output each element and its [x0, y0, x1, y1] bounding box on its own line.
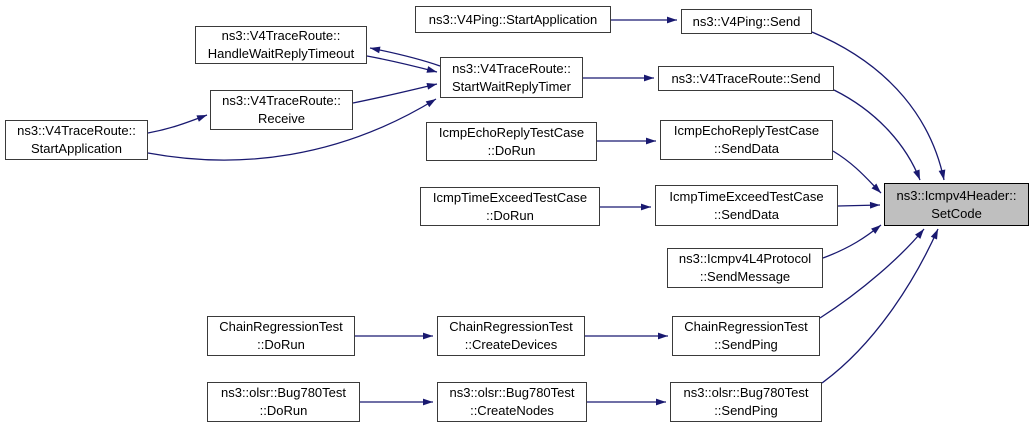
node-label: ns3::V4Ping::Send: [692, 13, 801, 29]
node-label: ns3::V4TraceRoute::: [452, 60, 571, 76]
node-label: HandleWaitReplyTimeout: [207, 46, 355, 61]
node-label: ns3::Icmpv4L4Protocol: [678, 251, 812, 266]
node-label: ns3::V4TraceRoute::Send: [671, 70, 821, 86]
node-icmpv4header-setcode[interactable]: ns3::Icmpv4Header:: SetCode: [884, 183, 1029, 226]
edge-receive-to-startwaitreplytimer: [352, 83, 438, 104]
node-label: ::CreateNodes: [470, 403, 554, 418]
node-label: ns3::V4TraceRoute::: [221, 28, 341, 43]
edge-v4ping-send-to-setcode: [811, 31, 946, 181]
edge-sendmessage-to-setcode: [822, 224, 882, 259]
node-chainregressiontest-sendping[interactable]: ChainRegressionTest ::SendPing: [672, 316, 820, 356]
node-label: ns3::olsr::Bug780Test: [220, 385, 347, 400]
edge-startwaitreplytimer-to-handlewaitreplytimeout: [369, 46, 441, 67]
node-icmpechoreplytestcase-senddata[interactable]: IcmpEchoReplyTestCase ::SendData: [660, 120, 833, 160]
node-chainregressiontest-createdevices[interactable]: ChainRegressionTest ::CreateDevices: [437, 316, 585, 356]
node-v4traceroute-handlewaitreplytimeout[interactable]: ns3::V4TraceRoute:: HandleWaitReplyTimeo…: [195, 26, 367, 64]
edge-startapplication-to-startwaitreplytimer: [147, 98, 437, 161]
edge-echoreply-senddata-to-setcode: [832, 150, 882, 194]
node-label: ChainRegressionTest: [684, 319, 808, 334]
node-label: ::SendPing: [714, 337, 778, 352]
edge-bug780-sendping-to-setcode: [821, 228, 939, 384]
node-label: ::DoRun: [257, 337, 305, 352]
node-label: ns3::olsr::Bug780Test: [449, 385, 575, 400]
node-icmpechoreplytestcase-dorun[interactable]: IcmpEchoReplyTestCase ::DoRun: [426, 122, 597, 161]
node-label: SetCode: [931, 205, 982, 221]
node-label: ::SendMessage: [699, 269, 791, 284]
node-v4traceroute-receive[interactable]: ns3::V4TraceRoute:: Receive: [210, 90, 353, 130]
node-v4ping-send[interactable]: ns3::V4Ping::Send: [681, 9, 812, 34]
node-label: IcmpTimeExceedTestCase: [432, 189, 588, 205]
edge-timeexceed-senddata-to-setcode: [837, 201, 881, 209]
node-label: ns3::V4Ping::StartApplication: [428, 11, 598, 27]
node-label: IcmpTimeExceedTestCase: [669, 188, 824, 204]
node-label: ::SendPing: [714, 403, 778, 418]
node-label: ns3::V4TraceRoute::: [222, 93, 341, 108]
edge-v4traceroute-send-to-setcode: [833, 89, 921, 181]
node-label: ns3::V4TraceRoute::: [17, 123, 136, 138]
node-label: Receive: [258, 111, 305, 126]
edge-startapplication-to-receive: [147, 114, 208, 134]
node-icmptimeexceedtestcase-dorun[interactable]: IcmpTimeExceedTestCase ::DoRun: [420, 187, 600, 226]
node-label: IcmpEchoReplyTestCase: [438, 124, 585, 140]
node-label: IcmpEchoReplyTestCase: [673, 123, 820, 138]
node-icmpv4l4protocol-sendmessage[interactable]: ns3::Icmpv4L4Protocol ::SendMessage: [667, 248, 823, 288]
edge-chainregression-sendping-to-setcode: [819, 228, 925, 319]
node-label: StartApplication: [30, 141, 123, 156]
node-label: ::SendData: [713, 141, 780, 156]
node-bug780test-dorun[interactable]: ns3::olsr::Bug780Test ::DoRun: [207, 382, 360, 422]
node-label: ::DoRun: [487, 142, 536, 158]
node-label: ns3::olsr::Bug780Test: [683, 385, 809, 400]
node-label: ::DoRun: [486, 207, 534, 223]
node-label: ChainRegressionTest: [219, 319, 343, 334]
node-chainregressiontest-dorun[interactable]: ChainRegressionTest ::DoRun: [207, 316, 355, 356]
node-v4traceroute-send[interactable]: ns3::V4TraceRoute::Send: [658, 66, 834, 91]
node-v4traceroute-startwaitreplytimer[interactable]: ns3::V4TraceRoute:: StartWaitReplyTimer: [440, 57, 583, 98]
node-icmptimeexceedtestcase-senddata[interactable]: IcmpTimeExceedTestCase ::SendData: [655, 185, 838, 226]
node-bug780test-sendping[interactable]: ns3::olsr::Bug780Test ::SendPing: [670, 382, 822, 422]
node-label: StartWaitReplyTimer: [452, 78, 571, 94]
node-v4traceroute-startapplication[interactable]: ns3::V4TraceRoute:: StartApplication: [5, 120, 148, 160]
node-label: ChainRegressionTest: [449, 319, 573, 334]
edge-handlewaitreplytimeout-to-startwaitreplytimer: [366, 55, 438, 73]
node-label: ::CreateDevices: [464, 337, 558, 352]
node-v4ping-startapplication[interactable]: ns3::V4Ping::StartApplication: [415, 6, 611, 33]
node-label: ::SendData: [713, 206, 780, 222]
node-label: ns3::Icmpv4Header::: [896, 187, 1017, 203]
node-label: ::DoRun: [259, 403, 308, 418]
node-bug780test-createnodes[interactable]: ns3::olsr::Bug780Test ::CreateNodes: [437, 382, 587, 422]
